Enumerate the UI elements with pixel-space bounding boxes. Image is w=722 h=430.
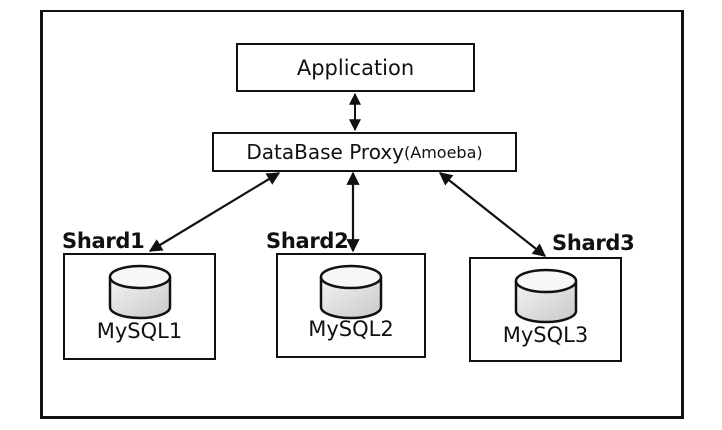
database-cylinder-icon: [319, 264, 383, 320]
shard2-node: MySQL2: [276, 253, 426, 358]
shard1-label: Shard1: [62, 229, 145, 253]
database-proxy-node: DataBase Proxy(Amoeba): [212, 132, 517, 172]
application-node: Application: [236, 43, 475, 92]
diagram-frame: [40, 10, 684, 419]
shard1-node: MySQL1: [63, 253, 216, 360]
proxy-label: DataBase Proxy: [246, 140, 404, 164]
proxy-sublabel: (Amoeba): [404, 142, 483, 162]
shard3-label: Shard3: [552, 231, 635, 255]
mysql1-label: MySQL1: [96, 319, 183, 343]
application-label: Application: [296, 55, 415, 80]
shard2-label: Shard2: [266, 229, 349, 253]
mysql2-label: MySQL2: [308, 317, 394, 341]
mysql3-label: MySQL3: [502, 323, 589, 347]
database-cylinder-icon: [514, 268, 577, 324]
database-cylinder-icon: [108, 264, 171, 320]
shard3-node: MySQL3: [469, 257, 622, 362]
